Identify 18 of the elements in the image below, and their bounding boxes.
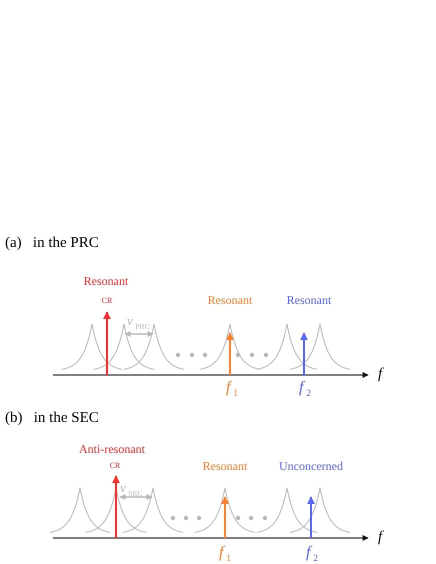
state-label: Resonant: [202, 460, 248, 472]
panel-title: (b) in the SEC: [5, 411, 99, 426]
frequency-label: f$_{2}$: [298, 380, 312, 399]
subscript-label: CR: [110, 462, 120, 470]
axis-label: f: [378, 367, 382, 382]
spacing-label: ν$_{SEC}$: [120, 481, 142, 498]
state-label: Resonant: [84, 275, 128, 287]
axis-label: f: [378, 530, 382, 545]
state-label: Anti-resonant: [79, 443, 145, 455]
spacing-label: ν$_{PRC}$: [127, 314, 150, 330]
subscript-label: CR: [102, 297, 112, 305]
frequency-label: f$_{1}$: [226, 380, 238, 399]
state-label: Unconcerned: [279, 460, 343, 472]
state-label: Resonant: [286, 294, 332, 306]
frequency-label: f$_{2}$: [306, 545, 318, 564]
state-label: Resonant: [208, 294, 252, 306]
frequency-label: f$_{1}$: [218, 545, 232, 564]
panel-title: (a) in the PRC: [5, 236, 99, 251]
